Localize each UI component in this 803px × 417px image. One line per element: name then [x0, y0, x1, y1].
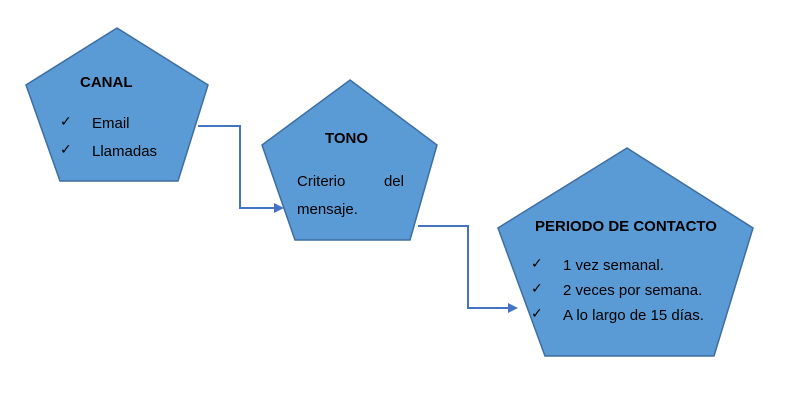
canal-title: CANAL: [80, 74, 133, 91]
checkmark-icon: ✓: [531, 281, 543, 297]
tono-description-line-1: Criterio del: [297, 174, 404, 189]
tono-word-del: del: [383, 173, 404, 190]
tono-description-line-2: mensaje.: [297, 201, 358, 218]
connector-canal-to-tono: [198, 125, 284, 213]
checkmark-icon: ✓: [531, 306, 543, 322]
connector-tono-to-periodo: [418, 225, 518, 313]
canal-pentagon: [25, 27, 209, 182]
tono-title: TONO: [325, 130, 369, 147]
checkmark-icon: ✓: [531, 256, 543, 272]
periodo-item-1: 1 vez semanal.: [563, 257, 664, 274]
tono-word-criterio: Criterio: [297, 173, 346, 190]
tono-pentagon: [261, 79, 438, 241]
checkmark-icon: ✓: [60, 142, 72, 158]
periodo-item-2: 2 veces por semana.: [563, 282, 703, 299]
canal-item-email: Email: [92, 115, 130, 132]
periodo-title: PERIODO DE CONTACTO: [535, 218, 717, 235]
periodo-pentagon: [497, 147, 754, 357]
checkmark-icon: ✓: [60, 114, 72, 130]
periodo-item-3: A lo largo de 15 días.: [563, 307, 704, 324]
canal-item-llamadas: Llamadas: [92, 143, 158, 160]
